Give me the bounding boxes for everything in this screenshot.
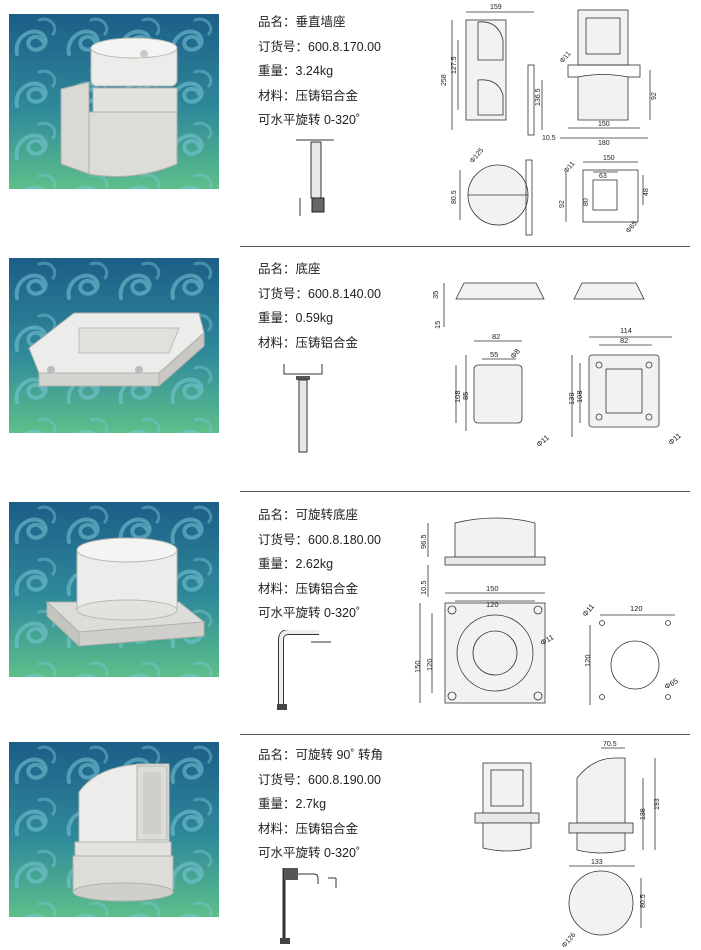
dim-label: 108 xyxy=(453,390,462,403)
dim-label: Φ125 xyxy=(469,147,486,165)
dim-label: Φ11 xyxy=(667,431,683,447)
mount-schematic xyxy=(283,364,323,453)
dim-label: 180 xyxy=(598,140,610,147)
dim-label: 150 xyxy=(603,155,615,162)
specs: 品名：底座 订货号：600.8.140.00 重量：0.59kg 材料：压铸铝合… xyxy=(258,257,381,355)
dim-label: Φ11 xyxy=(559,50,573,64)
dim-label: Φ11 xyxy=(563,160,577,174)
dim-label: 92 xyxy=(559,200,566,208)
dim-label: 150 xyxy=(413,660,422,673)
dim-label: 10.5 xyxy=(542,135,556,142)
dim-label: 63 xyxy=(599,173,607,180)
dim-label: 150 xyxy=(486,584,499,593)
order-number: 订货号：600.8.190.00 xyxy=(258,772,381,787)
dim-label: 127.5 xyxy=(451,56,458,74)
dim-label: 120 xyxy=(583,654,592,667)
dim-label: 35 xyxy=(431,291,440,299)
specs: 品名：垂直墙座 订货号：600.8.170.00 重量：3.24kg 材料：压铸… xyxy=(258,10,381,133)
dim-label: 55 xyxy=(490,350,498,359)
weight: 重量：0.59kg xyxy=(258,311,334,325)
dim-label: 120 xyxy=(486,600,499,609)
product-name: 品名：垂直墙座 xyxy=(258,15,346,29)
divider xyxy=(240,246,690,247)
product-name: 品名：底座 xyxy=(258,262,321,276)
rotation-range: 可水平旋转 0-320˚ xyxy=(258,846,361,860)
dim-label: 85 xyxy=(461,392,470,400)
dim-label: 92 xyxy=(651,92,658,100)
dim-label: 82 xyxy=(620,336,628,345)
dim-label: 80.5 xyxy=(640,894,647,908)
specs: 品名：可旋转底座 订货号：600.8.180.00 重量：2.62kg 材料：压… xyxy=(258,503,381,626)
dim-label: 80.5 xyxy=(451,190,458,204)
dim-label: 139 xyxy=(567,392,576,405)
dim-label: 159 xyxy=(490,4,502,11)
rotation-range: 可水平旋转 0-320˚ xyxy=(258,606,361,620)
mount-schematic xyxy=(277,630,331,710)
weight: 重量：2.62kg xyxy=(258,557,334,571)
product-photo xyxy=(9,742,219,917)
order-number: 订货号：600.8.180.00 xyxy=(258,532,381,547)
product-photo xyxy=(9,258,219,433)
technical-drawing: 35 15 82 55 Φ8 108 85 Φ11 114 82 139 108… xyxy=(431,282,683,449)
order-number: 订货号：600.8.170.00 xyxy=(258,39,381,54)
dim-label: 15 xyxy=(433,321,442,329)
dim-label: 48 xyxy=(643,188,650,196)
weight: 重量：3.24kg xyxy=(258,64,334,78)
material: 材料：压铸铝合金 xyxy=(258,335,359,350)
mount-schematic xyxy=(280,868,337,944)
dim-label: Φ65 xyxy=(663,676,680,691)
product-name: 品名：可旋转底座 xyxy=(258,508,359,522)
technical-drawing: 70.5 138 193 133 80.5 Φ126 xyxy=(474,741,661,950)
material: 材料：压铸铝合金 xyxy=(258,581,359,596)
dim-label: 138 xyxy=(640,808,647,820)
mount-schematic xyxy=(296,139,334,216)
dim-label: 108 xyxy=(575,390,584,403)
order-number: 订货号：600.8.140.00 xyxy=(258,286,381,301)
dim-label: 193 xyxy=(654,798,661,810)
dim-label: 114 xyxy=(620,326,632,335)
weight: 重量：2.7kg xyxy=(258,797,327,811)
dim-label: 10.5 xyxy=(419,580,428,595)
dim-label: Φ126 xyxy=(561,932,578,950)
product-photo xyxy=(9,14,219,189)
dim-label: 96.5 xyxy=(419,534,428,549)
divider xyxy=(240,491,690,492)
material: 材料：压铸铝合金 xyxy=(258,821,359,836)
product-photo xyxy=(9,502,219,677)
dim-label: 136.5 xyxy=(535,88,542,106)
dim-label: Φ8 xyxy=(508,347,521,361)
dim-label: Φ11 xyxy=(580,602,596,618)
dim-label: 120 xyxy=(425,658,434,671)
dim-label: 80 xyxy=(583,198,590,206)
technical-drawing: 96.5 10.5 150 120 150 120 Φ11 Φ11 120 12… xyxy=(413,517,680,705)
dim-label: 70.5 xyxy=(603,741,617,748)
divider xyxy=(240,734,690,735)
dim-label: 150 xyxy=(598,121,610,128)
rotation-range: 可水平旋转 0-320˚ xyxy=(258,113,361,127)
dim-label: 82 xyxy=(492,332,500,341)
product-name: 品名：可旋转 90˚ 转角 xyxy=(258,748,384,762)
material: 材料：压铸铝合金 xyxy=(258,88,359,103)
dim-label: Φ11 xyxy=(535,433,551,449)
technical-drawing: 159 258 127.5 136.5 10.5 Φ11 150 180 92 … xyxy=(441,4,658,236)
dim-label: 133 xyxy=(591,859,603,866)
dim-label: 258 xyxy=(441,74,448,86)
dim-label: 120 xyxy=(630,604,643,613)
specs: 品名：可旋转 90˚ 转角 订货号：600.8.190.00 重量：2.7kg … xyxy=(258,743,383,866)
